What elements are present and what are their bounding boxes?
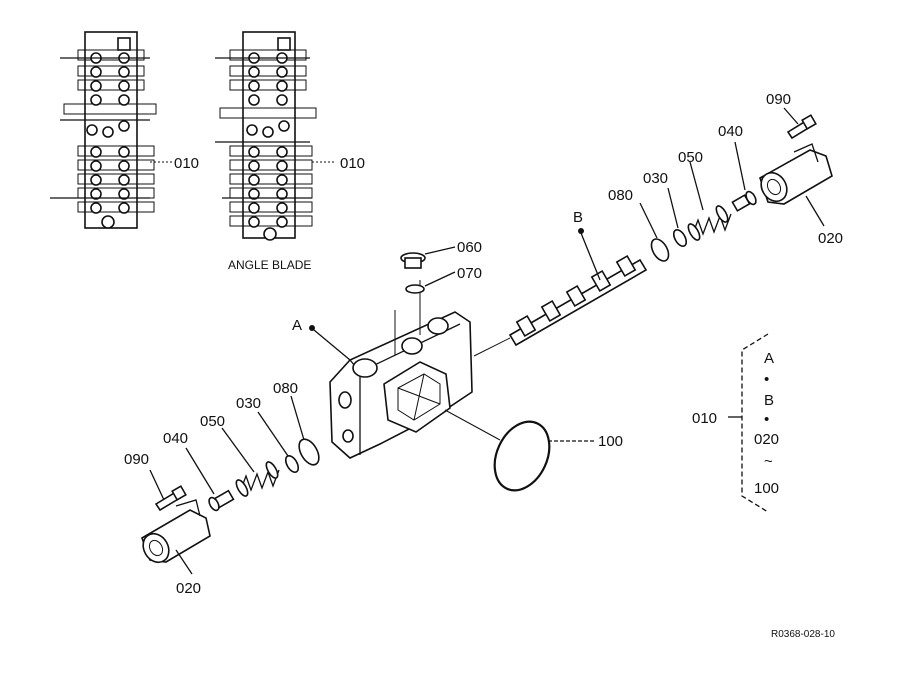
label-040-left: 040 bbox=[163, 430, 188, 447]
bolt-090-left bbox=[154, 485, 187, 512]
seat-030-left bbox=[284, 455, 300, 473]
angle-blade-caption: ANGLE BLADE bbox=[228, 258, 311, 272]
legend-item-b: B bbox=[764, 392, 774, 409]
label-020-left: 020 bbox=[176, 580, 201, 597]
label-point-b: B bbox=[573, 209, 583, 226]
spring-050-left bbox=[235, 461, 280, 497]
oring-080-right bbox=[650, 238, 670, 262]
label-080-left: 080 bbox=[273, 380, 298, 397]
legend-item-100: 100 bbox=[754, 480, 779, 497]
label-050-right: 050 bbox=[678, 149, 703, 166]
label-030-left: 030 bbox=[236, 395, 261, 412]
oring-080-left bbox=[298, 438, 320, 466]
legend-group-label: 010 bbox=[692, 410, 717, 427]
cap-020-left bbox=[141, 499, 211, 564]
label-090-left: 090 bbox=[124, 451, 149, 468]
valve-stack-left bbox=[50, 31, 172, 229]
point-b-marker bbox=[578, 228, 584, 234]
legend-item-dot2: • bbox=[764, 411, 769, 428]
bolt-090-right bbox=[786, 114, 817, 140]
label-030-right: 030 bbox=[643, 170, 668, 187]
oring-100 bbox=[493, 420, 551, 492]
drawing-code: R0368-028-10 bbox=[771, 629, 835, 640]
cap-020-right bbox=[759, 143, 833, 205]
plug-060 bbox=[400, 252, 426, 269]
label-020-right: 020 bbox=[818, 230, 843, 247]
legend-item-tilde: ~ bbox=[764, 453, 773, 470]
label-090-right: 090 bbox=[766, 91, 791, 108]
label-010-left: 010 bbox=[174, 155, 199, 172]
oring-070 bbox=[405, 284, 425, 294]
stopper-040-left bbox=[208, 489, 235, 512]
group-legend: 010 A • B • 020 ~ 100 bbox=[692, 333, 779, 513]
label-100: 100 bbox=[598, 433, 623, 450]
label-010-right: 010 bbox=[340, 155, 365, 172]
stopper-040-right bbox=[731, 190, 757, 212]
label-050-left: 050 bbox=[200, 413, 225, 430]
seat-030-right bbox=[672, 229, 688, 247]
legend-item-020: 020 bbox=[754, 431, 779, 448]
valve-stack-right bbox=[215, 31, 336, 241]
label-point-a: A bbox=[292, 317, 302, 334]
label-080-right: 080 bbox=[608, 187, 633, 204]
spool bbox=[508, 254, 648, 347]
label-070: 070 bbox=[457, 265, 482, 282]
label-040-right: 040 bbox=[718, 123, 743, 140]
point-a-marker bbox=[309, 325, 315, 331]
valve-body bbox=[329, 280, 473, 459]
spring-050-right bbox=[687, 205, 732, 241]
label-060: 060 bbox=[457, 239, 482, 256]
legend-item-dot1: • bbox=[764, 371, 769, 388]
legend-item-a: A bbox=[764, 350, 774, 367]
